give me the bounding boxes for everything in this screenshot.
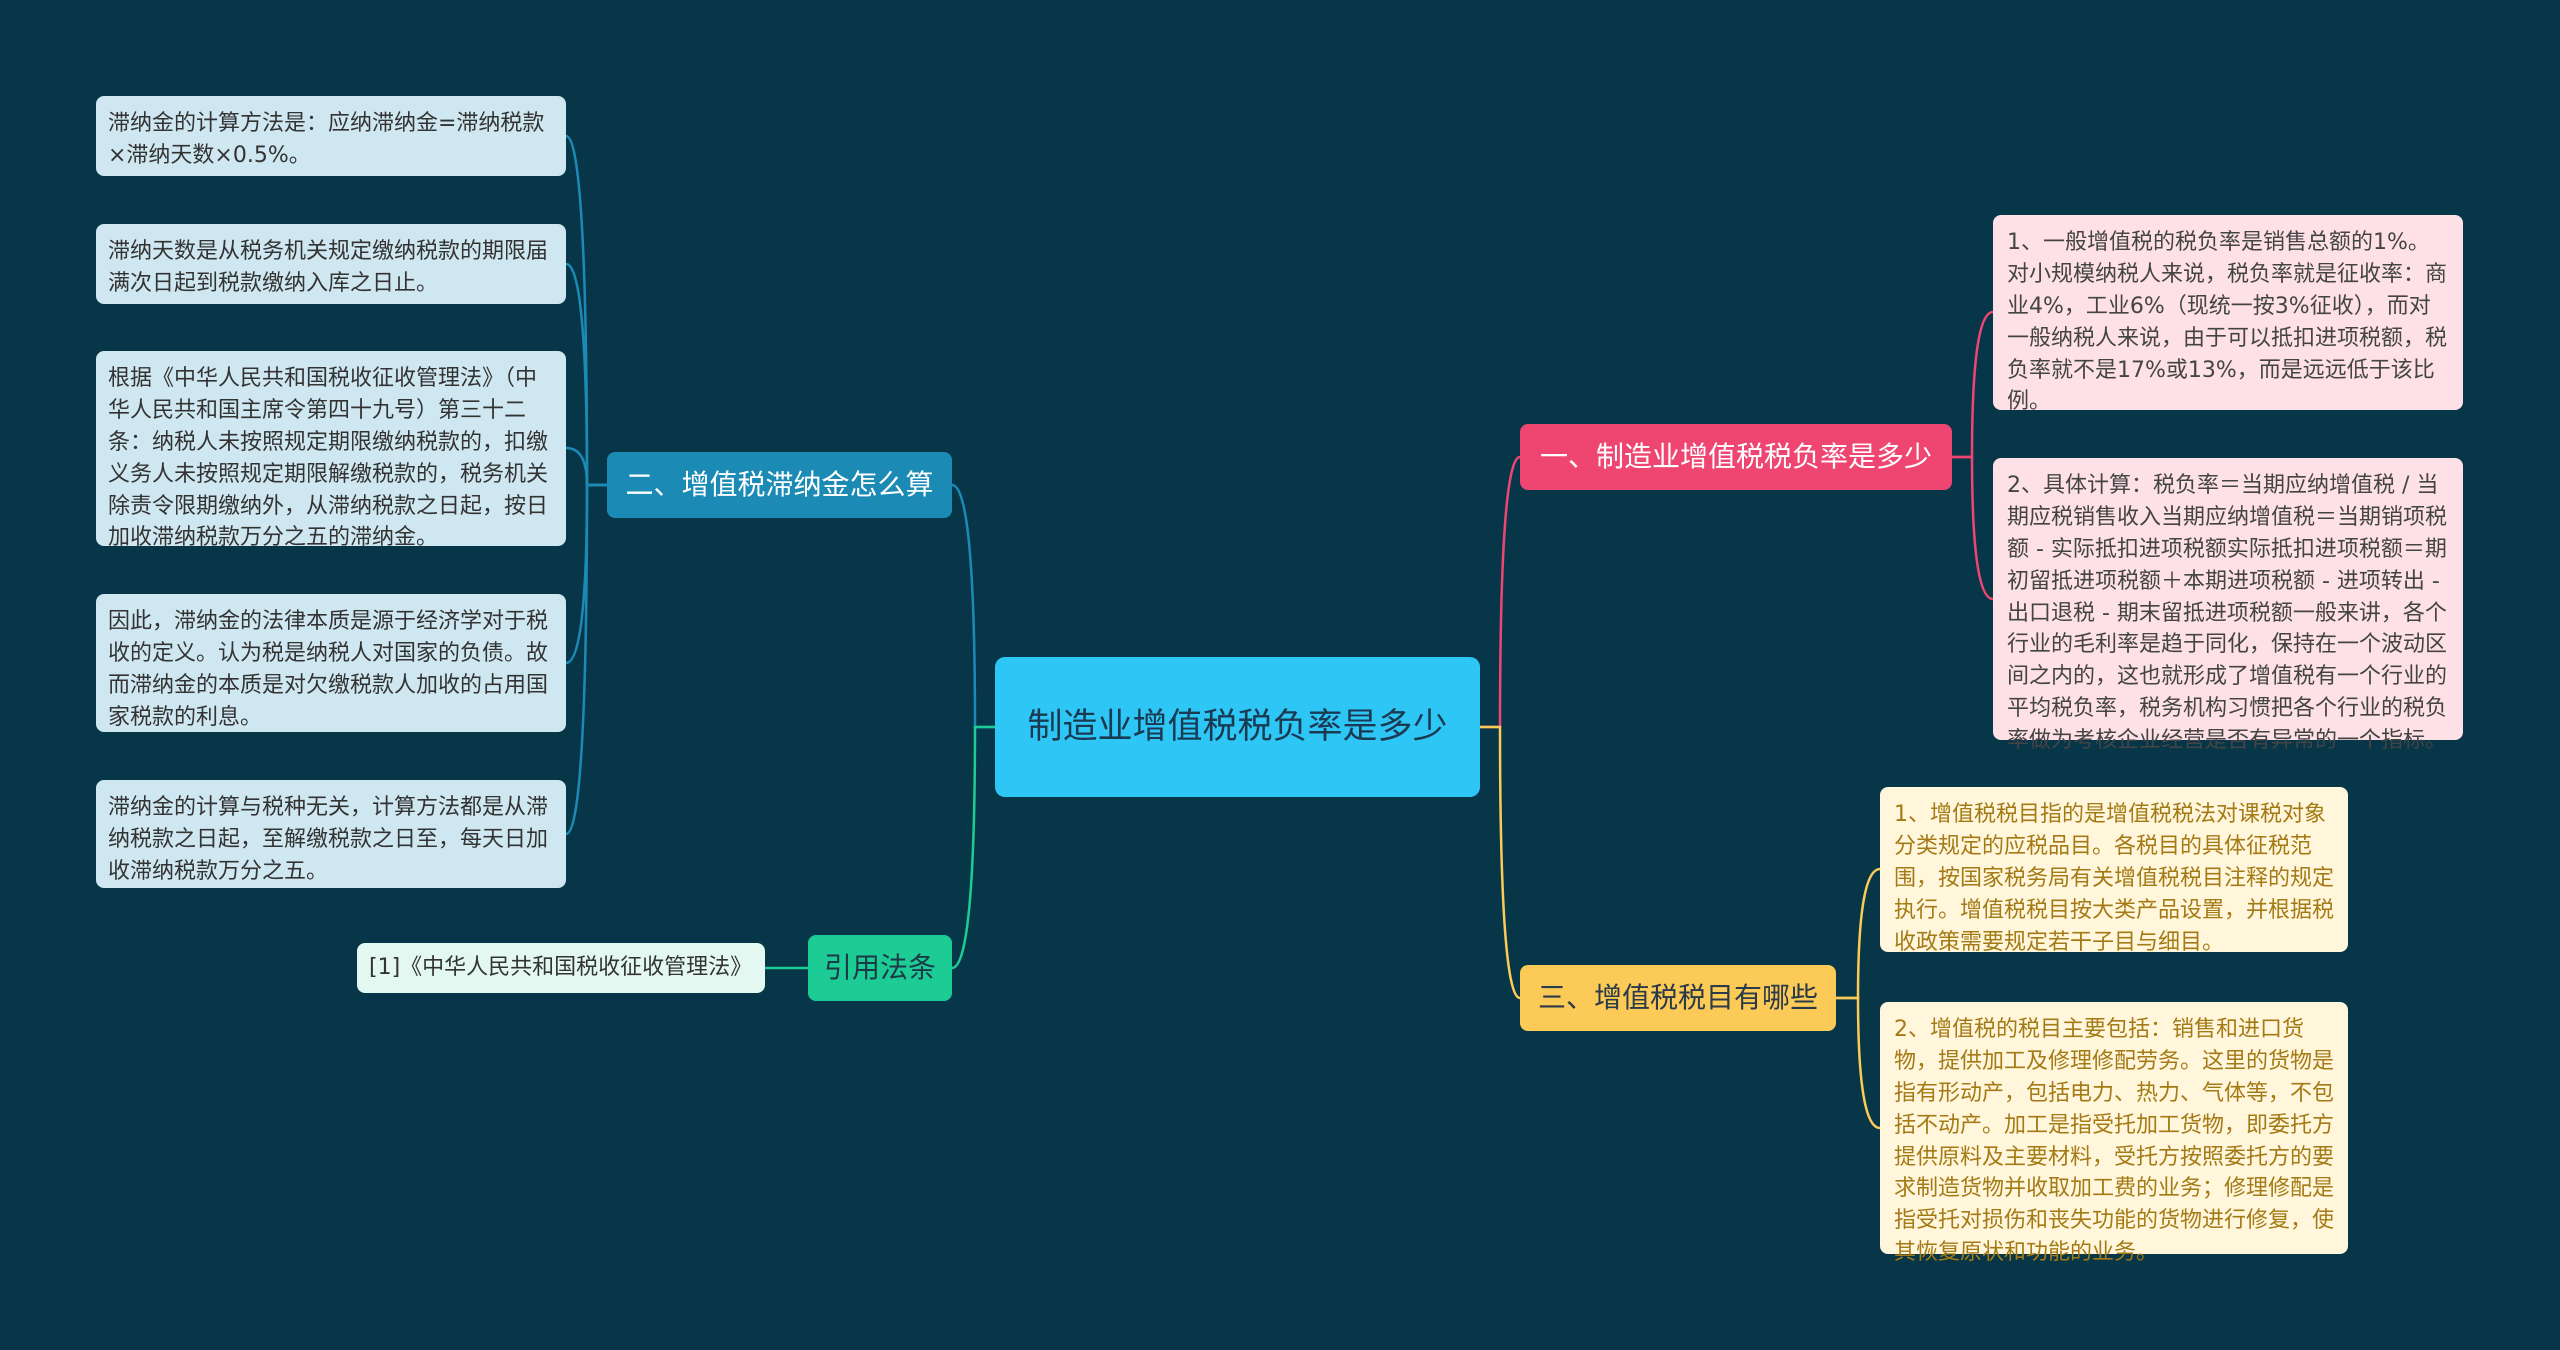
leaf-text: 因此，滞纳金的法律本质是源于经济学对于税收的定义。认为税是纳税人对国家的负债。故… (108, 609, 549, 730)
leaf-text: 2、增值税的税目主要包括：销售和进口货物，提供加工及修理修配劳务。这里的货物是指… (1894, 1017, 2335, 1266)
leaf-text: 根据《中华人民共和国税收征收管理法》（中华人民共和国主席令第四十九号）第三十二条… (108, 366, 549, 551)
link-root-b4 (951, 725, 995, 970)
leaf-text: 1、一般增值税的税负率是销售总额的1%。对小规模纳税人来说，税负率就是征收率：商… (2007, 230, 2448, 415)
branch-late-fee[interactable]: 二、增值税滞纳金怎么算 (607, 452, 952, 518)
leaf-late-fee-1[interactable]: 滞纳金的计算方法是：应纳滞纳金=滞纳税款×滞纳天数×0.5%。 (96, 96, 566, 176)
leaf-text: 2、具体计算：税负率＝当期应纳增值税 / 当期应税销售收入当期应纳增值税＝当期销… (2007, 473, 2448, 754)
leaf-text: 滞纳金的计算方法是：应纳滞纳金=滞纳税款×滞纳天数×0.5%。 (108, 111, 545, 168)
leaf-text: 滞纳金的计算与税种无关，计算方法都是从滞纳税款之日起，至解缴税款之日至，每天日加… (108, 795, 549, 884)
leaf-late-fee-5[interactable]: 滞纳金的计算与税种无关，计算方法都是从滞纳税款之日起，至解缴税款之日至，每天日加… (96, 780, 566, 888)
leaf-late-fee-2[interactable]: 滞纳天数是从税务机关规定缴纳税款的期限届满次日起到税款缴纳入库之日止。 (96, 224, 566, 304)
leaf-text: 滞纳天数是从税务机关规定缴纳税款的期限届满次日起到税款缴纳入库之日止。 (108, 239, 549, 296)
root-topic-label: 制造业增值税税负率是多少 (1027, 706, 1448, 747)
leaf-vat-items-1[interactable]: 1、增值税税目指的是增值税税法对课税对象分类规定的应税品目。各税目的具体征税范围… (1880, 787, 2348, 955)
leaf-tax-burden-2[interactable]: 2、具体计算：税负率＝当期应纳增值税 / 当期应税销售收入当期应纳增值税＝当期销… (1993, 458, 2463, 753)
root-topic[interactable]: 制造业增值税税负率是多少 (995, 657, 1480, 797)
branch-cited-law[interactable]: 引用法条 (808, 935, 952, 1001)
leaf-late-fee-4[interactable]: 因此，滞纳金的法律本质是源于经济学对于税收的定义。认为税是纳税人对国家的负债。故… (96, 594, 566, 732)
link-b3-l3b (1836, 996, 1881, 1130)
link-root-b3 (1480, 725, 1521, 1000)
link-b1-l1a (1952, 310, 1994, 459)
branch-label: 引用法条 (823, 950, 936, 984)
branch-label: 三、增值税税目有哪些 (1537, 980, 1818, 1014)
link-b2-l2b (565, 262, 607, 487)
branch-label: 二、增值税滞纳金怎么算 (625, 467, 934, 501)
link-b2-l2e (565, 483, 607, 836)
link-root-b1 (1480, 455, 1521, 729)
link-b1-l1b (1952, 455, 1994, 601)
leaf-text: 1、增值税税目指的是增值税税法对课税对象分类规定的应税品目。各税目的具体征税范围… (1894, 802, 2335, 955)
link-root-b2 (951, 483, 995, 729)
leaf-cited-law-1[interactable]: [1]《中华人民共和国税收征收管理法》 (357, 943, 765, 993)
leaf-tax-burden-1[interactable]: 1、一般增值税的税负率是销售总额的1%。对小规模纳税人来说，税负率就是征收率：商… (1993, 215, 2463, 414)
leaf-vat-items-2[interactable]: 2、增值税的税目主要包括：销售和进口货物，提供加工及修理修配劳务。这里的货物是指… (1880, 1002, 2348, 1265)
branch-tax-burden-rate[interactable]: 一、制造业增值税税负率是多少 (1520, 424, 1952, 490)
leaf-text: [1]《中华人民共和国税收征收管理法》 (369, 955, 753, 981)
link-b3-l3a (1836, 867, 1881, 1000)
leaf-late-fee-3[interactable]: 根据《中华人民共和国税收征收管理法》（中华人民共和国主席令第四十九号）第三十二条… (96, 351, 566, 550)
branch-label: 一、制造业增值税税负率是多少 (1539, 439, 1932, 473)
branch-vat-items[interactable]: 三、增值税税目有哪些 (1520, 965, 1836, 1031)
